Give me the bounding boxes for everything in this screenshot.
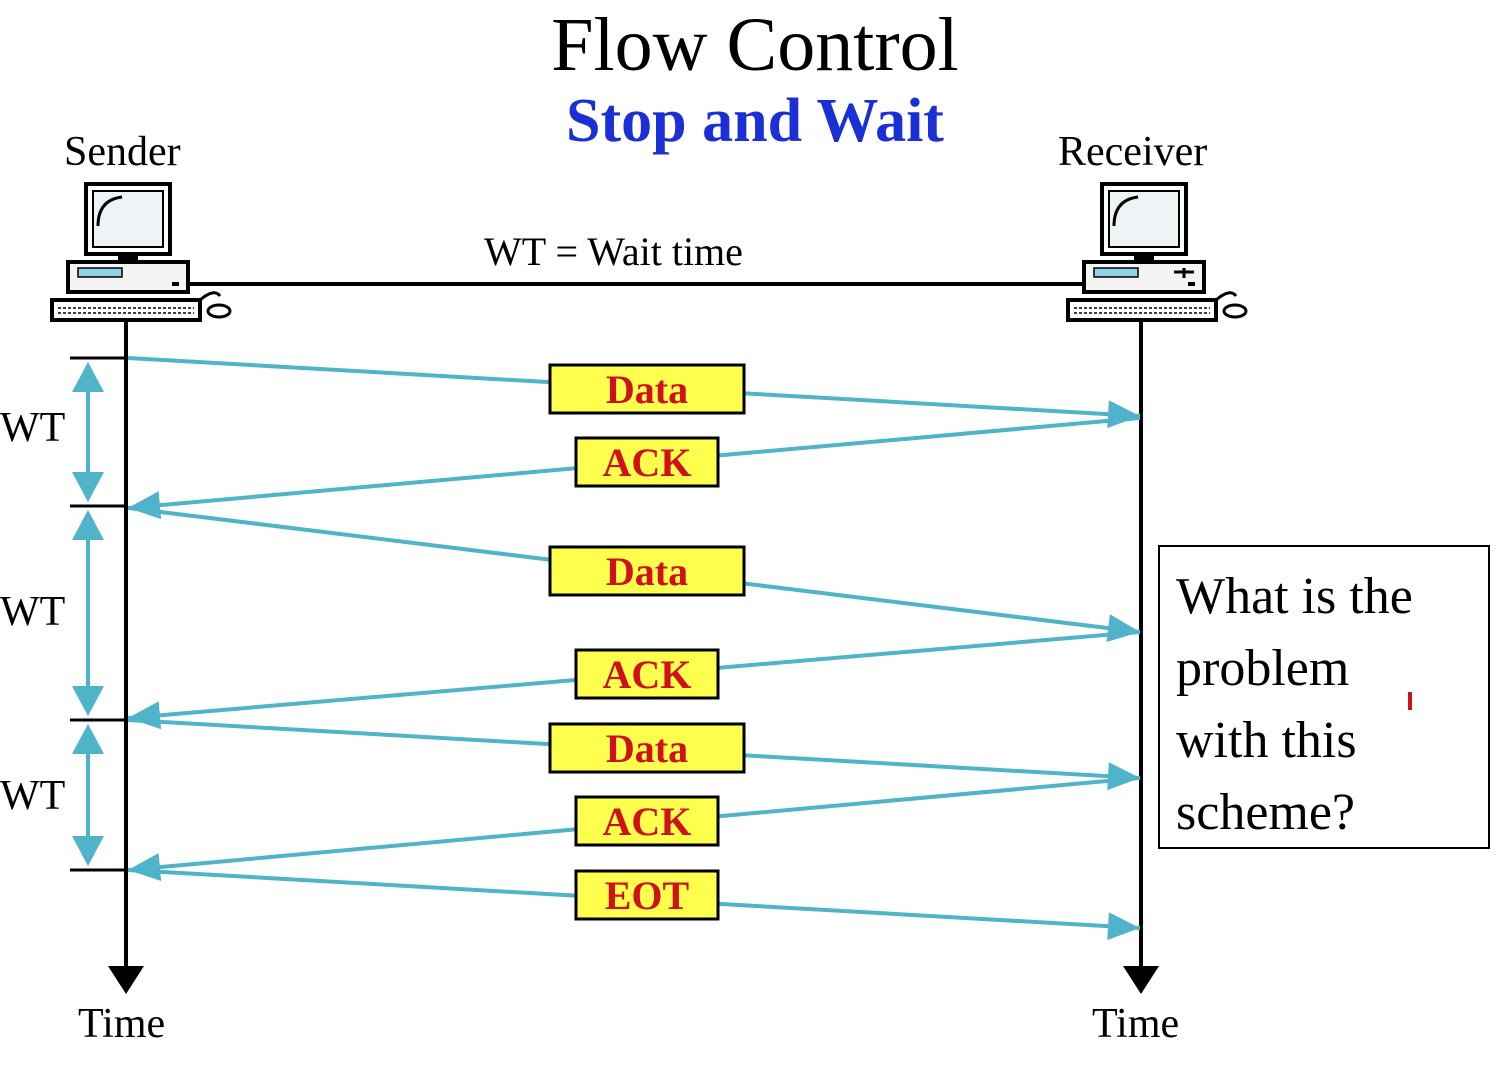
page-title: Flow Control [551,3,959,87]
frame-label: Data [606,549,688,594]
wait-time-label: WT [0,405,66,451]
wait-time-arrow [72,362,104,502]
frame-box: Data [548,722,746,774]
computer-icon [1066,182,1248,322]
frame-box: ACK [574,436,720,488]
question-box: What is the problem with this scheme? [1158,545,1490,849]
sender-label: Sender [64,129,181,175]
red-cursor-mark [1408,692,1412,710]
frame-box: ACK [574,795,720,847]
question-line: What is the [1176,568,1413,625]
frame-box: Data [548,545,746,597]
frame-box: ACK [574,648,720,700]
sender-time-label: Time [78,1001,166,1047]
frame-label: Data [606,726,688,771]
frame-label: ACK [603,440,692,485]
question-line: with this [1176,712,1357,769]
receiver-time-arrowhead [1123,966,1159,994]
link-label: WT = Wait time [484,229,743,274]
frame-box: EOT [574,869,720,921]
question-line: scheme? [1176,784,1356,841]
page-subtitle: Stop and Wait [566,87,944,155]
wait-time-ticks [70,356,126,872]
frame-label: Data [606,367,688,412]
question-line: problem [1176,640,1350,697]
wait-time-arrows [72,362,104,866]
receiver-label: Receiver [1058,129,1208,175]
frame-box: Data [548,363,746,415]
wait-time-arrow [72,510,104,716]
wait-time-label: WT [0,773,66,819]
computer-icon [50,182,232,322]
frame-label: EOT [605,873,690,918]
receiver-time-label: Time [1092,1001,1180,1047]
wait-time-label: WT [0,589,66,635]
sender-time-arrowhead [108,966,144,994]
frame-label: ACK [603,652,692,697]
wait-time-arrow [72,724,104,866]
frame-label: ACK [603,799,692,844]
